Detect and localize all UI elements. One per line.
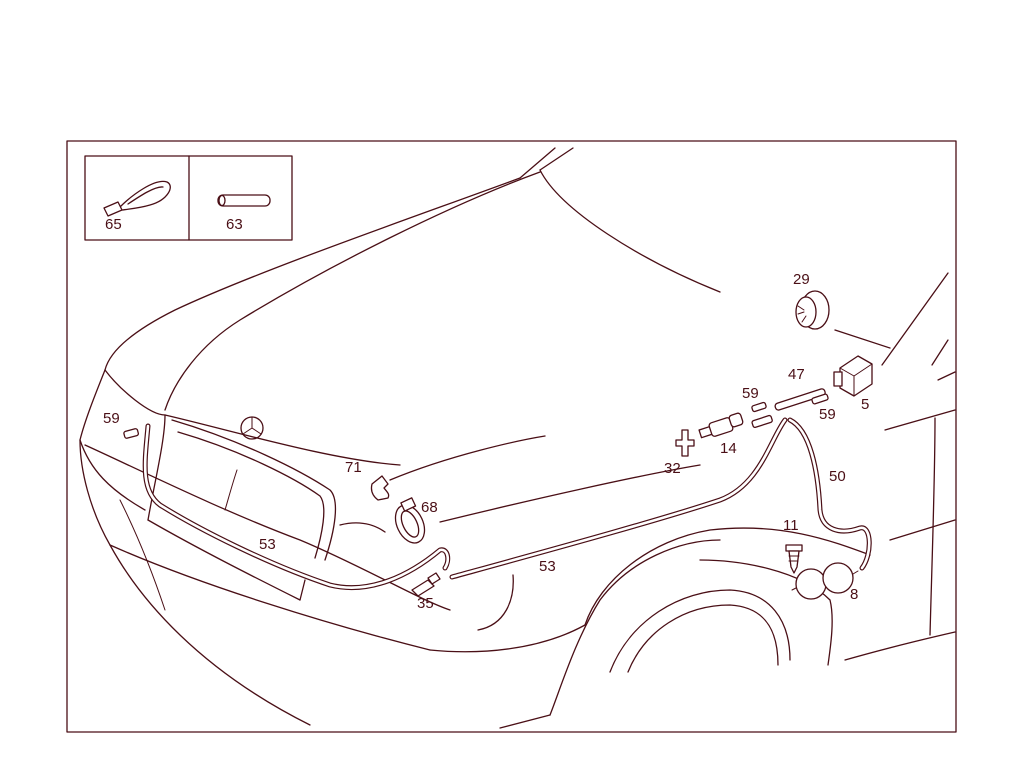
label-71: 71: [345, 459, 362, 476]
label-59-right: 59: [819, 406, 836, 423]
washer-pump-5: [833, 355, 873, 397]
connector-59-left: [123, 428, 139, 439]
diagram-frame: [66, 140, 957, 733]
label-29: 29: [793, 271, 810, 288]
connector-59-right: [811, 393, 829, 405]
car-body: [79, 147, 956, 729]
label-59-left: 59: [103, 410, 120, 427]
connector-32: [675, 429, 695, 457]
hose-53-left: [142, 423, 451, 591]
label-53-left: 53: [259, 536, 276, 553]
hose-piece-part: [217, 194, 271, 207]
nozzles-8: [791, 562, 859, 600]
star-emblem: [240, 416, 264, 440]
clamp-68: [394, 497, 426, 544]
label-68: 68: [421, 499, 438, 516]
label-14: 14: [720, 440, 737, 457]
label-32: 32: [664, 460, 681, 477]
label-65: 65: [105, 216, 122, 233]
grommet-29: [795, 290, 830, 330]
screw-11: [785, 544, 803, 574]
connector-59-mid: [751, 401, 767, 413]
label-5: 5: [861, 396, 869, 413]
label-63: 63: [226, 216, 243, 233]
label-53-right: 53: [539, 558, 556, 575]
hose-50: [787, 417, 872, 571]
cable-tie-part: [103, 180, 171, 217]
inset-box: [84, 155, 293, 241]
label-47: 47: [788, 366, 805, 383]
label-59-top: 59: [742, 385, 759, 402]
label-35: 35: [417, 595, 434, 612]
nozzle-35: [411, 572, 441, 597]
label-8: 8: [850, 586, 858, 603]
tee-connector: [751, 388, 826, 429]
label-11: 11: [783, 517, 799, 534]
check-valve-14: [698, 412, 744, 439]
label-50: 50: [829, 468, 846, 485]
clip-71: [370, 475, 390, 501]
hose-53-right: [449, 417, 788, 580]
